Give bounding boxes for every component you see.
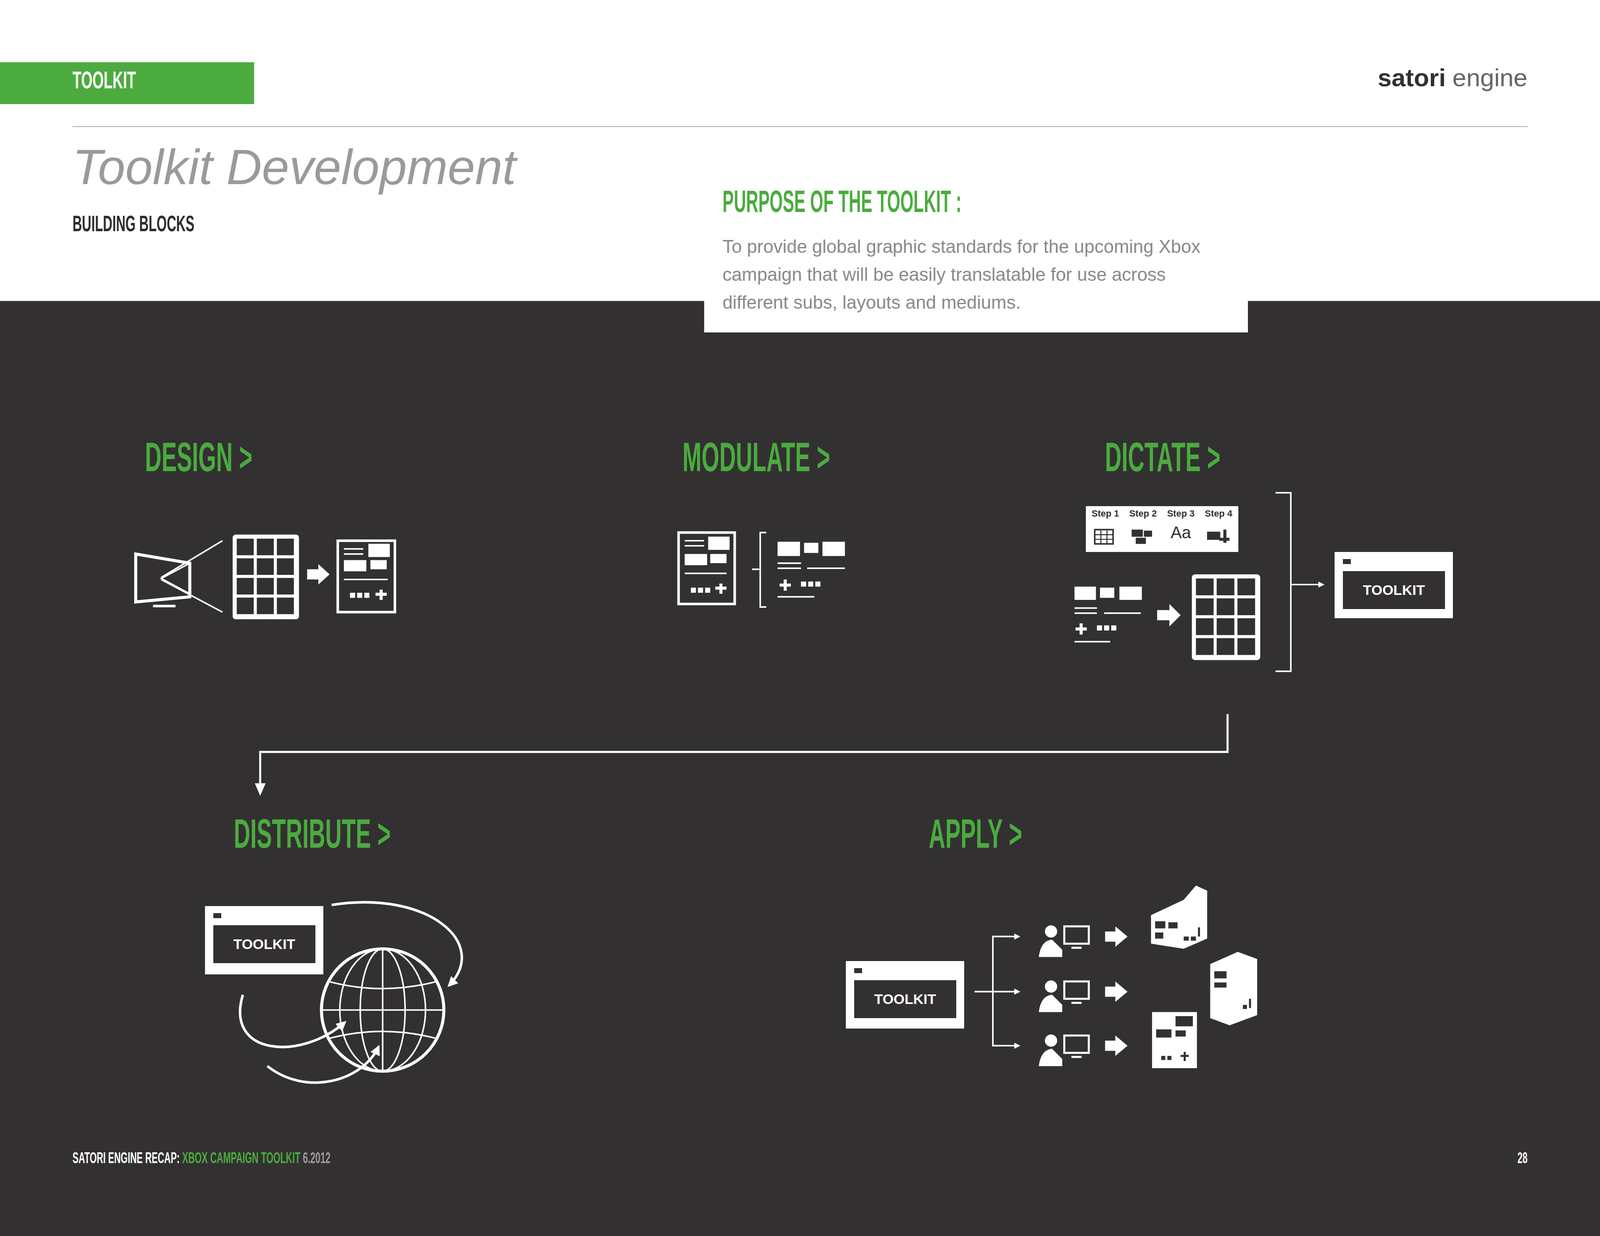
grid-cell bbox=[1237, 618, 1255, 635]
toolkit-box: TOOLKIT bbox=[1334, 552, 1453, 619]
grid-cell bbox=[1237, 598, 1255, 615]
design-stage: DESIGN > bbox=[127, 428, 424, 633]
section-tab bbox=[0, 62, 255, 104]
grid-cell bbox=[256, 577, 274, 595]
grid-cell bbox=[1195, 598, 1214, 615]
logo: satoriengine bbox=[1377, 63, 1528, 93]
step-icon bbox=[1129, 526, 1155, 548]
grid-cell bbox=[236, 558, 254, 575]
footer-text: 6.2012 bbox=[302, 1149, 331, 1168]
window-mark bbox=[213, 913, 222, 919]
grid-cell bbox=[236, 577, 254, 595]
toolkit-label: TOOLKIT bbox=[213, 925, 316, 964]
dictate-illustration bbox=[1074, 492, 1323, 672]
dictate-stage: DICTATE > Step 1Step 2Step 3 Aa Step 4 TOOLK… bbox=[1066, 428, 1455, 715]
stage-heading: MODULATE > bbox=[682, 433, 830, 481]
footer-text: XBOX CAMPAIGN TOOLKIT bbox=[182, 1149, 301, 1168]
step-icon bbox=[1205, 526, 1230, 548]
footer: SATORI ENGINE RECAP:XBOX CAMPAIGN TOOLKI… bbox=[72, 1149, 331, 1168]
footer-text: SATORI ENGINE RECAP: bbox=[72, 1149, 180, 1168]
step-label: Step 4 bbox=[1199, 507, 1239, 520]
grid-cell bbox=[1237, 578, 1255, 596]
grid-cell bbox=[1195, 638, 1214, 655]
grid-cell bbox=[236, 597, 254, 615]
layout-grid bbox=[236, 538, 294, 615]
grid-cell bbox=[256, 597, 274, 615]
grid-cell bbox=[1216, 618, 1235, 635]
grid-cell bbox=[276, 538, 294, 556]
grid-cell bbox=[1216, 578, 1235, 596]
grid-cell bbox=[236, 538, 254, 556]
dark-band bbox=[0, 300, 1600, 1236]
purpose-heading: PURPOSE OF THE TOOLKIT : bbox=[722, 183, 962, 220]
apply-illustration bbox=[974, 885, 1258, 1069]
grid-cell bbox=[1237, 638, 1255, 655]
toolkit-box: TOOLKIT bbox=[845, 961, 965, 1029]
step-box: Step 3 Aa bbox=[1161, 506, 1201, 553]
stage-heading: DICTATE > bbox=[1105, 433, 1221, 481]
step-label: Step 3 bbox=[1161, 507, 1201, 520]
stage-heading: DESIGN > bbox=[145, 433, 253, 481]
modulate-stage: MODULATE > bbox=[668, 428, 863, 623]
type-sample: Aa bbox=[1161, 523, 1201, 542]
grid-cell bbox=[276, 577, 294, 595]
arrow-head bbox=[254, 783, 266, 796]
logo-word: satori bbox=[1377, 63, 1446, 93]
grid-cell bbox=[256, 538, 274, 556]
toolkit-box: TOOLKIT bbox=[205, 906, 324, 975]
page-title: Toolkit Development bbox=[72, 138, 517, 196]
step-label: Step 2 bbox=[1123, 507, 1163, 520]
grid-cell bbox=[276, 558, 294, 575]
grid-cell bbox=[276, 597, 294, 615]
stage-heading: APPLY > bbox=[928, 810, 1023, 858]
window-mark bbox=[854, 968, 863, 974]
apply-stage: APPLY > TOOLKIT bbox=[836, 795, 1276, 1092]
grid-cell bbox=[256, 558, 274, 575]
flow-connector bbox=[260, 714, 1228, 785]
step-box: Step 2 bbox=[1123, 506, 1163, 553]
design-illustration bbox=[135, 534, 395, 620]
grid-cell bbox=[1195, 578, 1214, 596]
step-icon bbox=[1091, 526, 1117, 548]
section-tab-label: TOOLKIT bbox=[72, 65, 136, 95]
grid-cell bbox=[1216, 638, 1235, 655]
subtitle: BUILDING BLOCKS bbox=[72, 210, 195, 237]
grid-cell bbox=[1216, 598, 1235, 615]
toolkit-label: TOOLKIT bbox=[854, 980, 957, 1019]
toolkit-label: TOOLKIT bbox=[1342, 571, 1445, 610]
window-mark bbox=[1342, 559, 1352, 565]
grid-cell bbox=[1195, 618, 1214, 635]
stage-heading: DISTRIBUTE > bbox=[233, 810, 391, 858]
rule-line bbox=[72, 126, 1528, 128]
step-box: Step 1 bbox=[1085, 506, 1125, 553]
distribute-stage: DISTRIBUTE > TOOLKIT bbox=[199, 795, 480, 1103]
logo-word: engine bbox=[1452, 63, 1528, 93]
step-box: Step 4 bbox=[1199, 506, 1239, 553]
page-number: 28 bbox=[1517, 1149, 1528, 1168]
modulate-illustration bbox=[678, 532, 845, 608]
purpose-text: To provide global graphic standards for … bbox=[722, 232, 1228, 317]
layout-grid bbox=[1195, 578, 1255, 656]
step-label: Step 1 bbox=[1085, 507, 1125, 520]
purpose-box: PURPOSE OF THE TOOLKIT : To provide globa… bbox=[704, 175, 1248, 333]
